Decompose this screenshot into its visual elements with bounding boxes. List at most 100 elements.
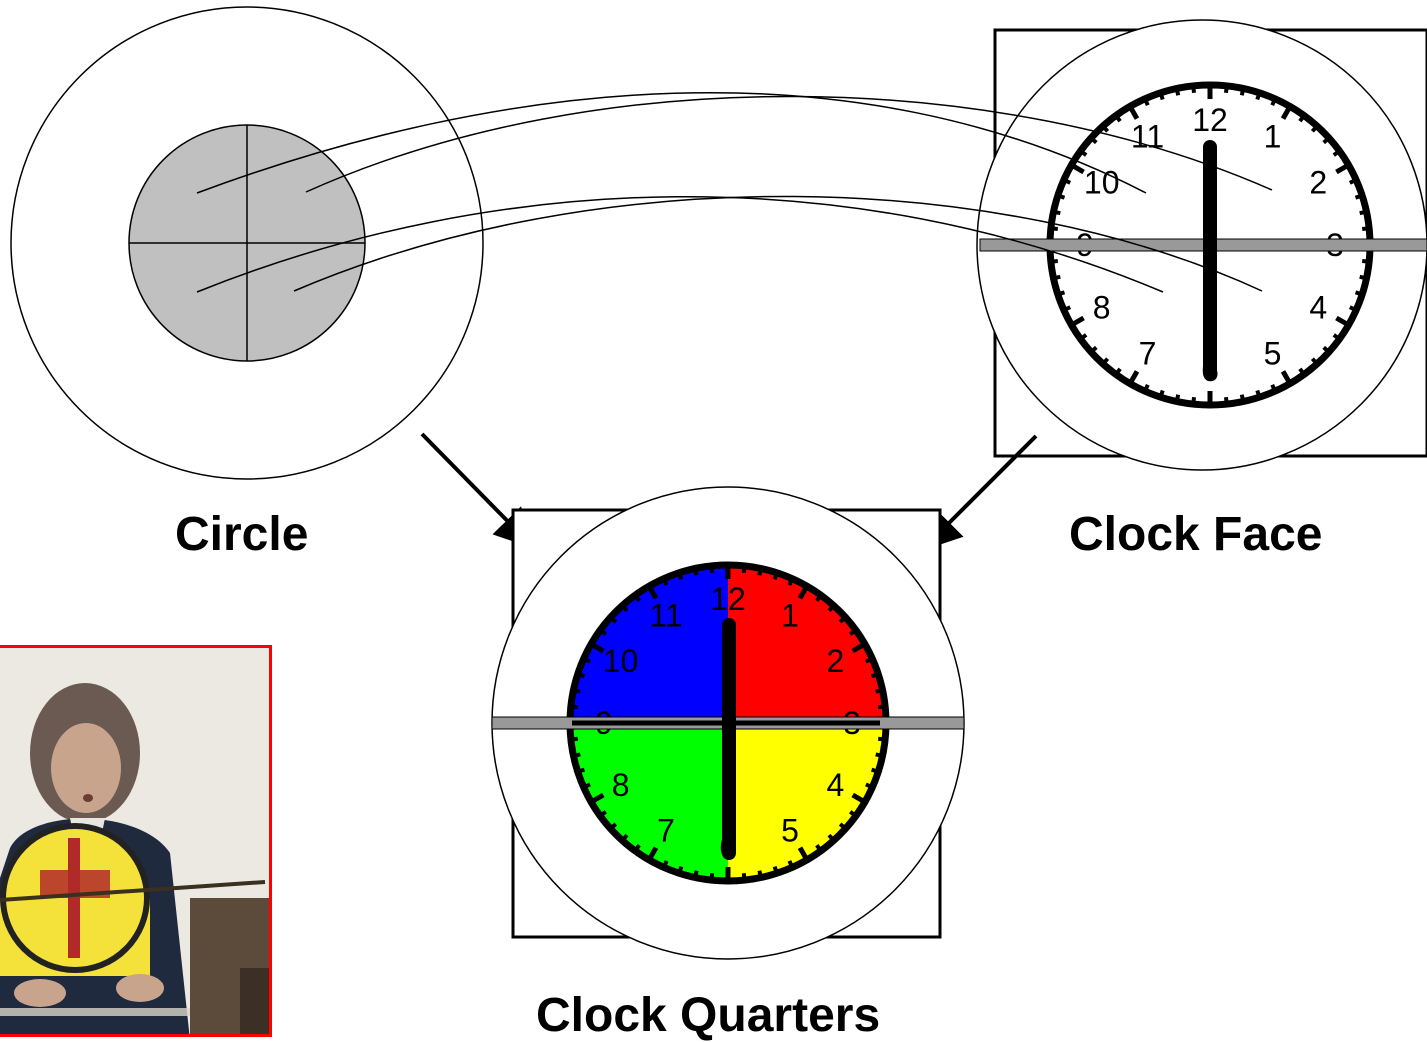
clock-quarters-tick	[849, 810, 859, 819]
clock-quarters-number-7: 7	[657, 812, 675, 848]
connector-curves	[196, 91, 1273, 293]
clock-face-tick	[1354, 290, 1365, 298]
clock-quarters-tick	[875, 752, 885, 759]
clock-face-number-10: 10	[1084, 165, 1120, 201]
clock-quarters-tick	[607, 614, 618, 624]
clock-quarters-tick	[632, 844, 641, 854]
clock-quarters-tick	[772, 866, 780, 876]
clock-face-tick	[1298, 112, 1307, 123]
clock-quarters-tick	[575, 671, 585, 679]
clock-quarters-tick	[676, 866, 684, 876]
arrow-face-to-quarters	[921, 434, 1038, 551]
clock-face-figure: 121234567891011	[976, 19, 1427, 471]
clock-face-tick	[1048, 259, 1059, 264]
clock-quarters-tick	[827, 833, 837, 844]
clock-quarters-tick	[865, 656, 876, 664]
clock-quarters-tick	[849, 627, 859, 636]
clock-face-tick	[1113, 112, 1122, 123]
clock-quarters-tick	[619, 602, 629, 613]
clock-quarters-tick	[851, 792, 868, 806]
clock-quarters-tick	[632, 592, 641, 602]
clock-face-tick	[1239, 394, 1246, 404]
clock-face-tick	[1055, 192, 1066, 200]
caption-clock-face: Clock Face	[1069, 508, 1323, 561]
clock-quarters-tick	[692, 870, 699, 880]
clock-quarters-ticks	[568, 563, 888, 883]
clock-face-tick	[1126, 103, 1140, 120]
clock-quarters-tick	[580, 656, 591, 664]
clock-face-tick	[1359, 274, 1369, 281]
connector-curve-upper-right	[305, 95, 1273, 193]
clock-face-tick	[1224, 396, 1229, 407]
clock-face-tick	[1239, 86, 1246, 96]
clock-quarters-number-8: 8	[612, 767, 630, 803]
clock-face-tick	[1055, 290, 1066, 298]
connector-curve-upper-left	[196, 91, 1147, 194]
clock-face-tick	[1113, 367, 1122, 378]
clock-quarters-tick	[597, 627, 607, 636]
clock-quarters-tick	[877, 704, 888, 710]
clock-quarters-tick	[709, 872, 715, 883]
connector-curve-lower-left	[196, 196, 1164, 293]
clock-face-tick	[1088, 135, 1098, 145]
clock-face-tick	[1068, 161, 1085, 175]
clock-face-number-5: 5	[1264, 335, 1282, 371]
clock-quarters-tick	[709, 563, 715, 574]
clock-quarters-tick	[597, 810, 607, 819]
clock-quarters-vertical-hand	[722, 618, 736, 860]
clock-face-tick	[1335, 315, 1352, 329]
clock-face-tick	[1332, 333, 1343, 342]
clock-quarters-tick	[757, 870, 764, 880]
clock-quarters-number-10: 10	[603, 643, 639, 679]
clock-face-tick	[1077, 148, 1088, 157]
clock-quarters-tick	[607, 822, 618, 832]
clock-face-number-12: 12	[1192, 102, 1228, 138]
clock-face-tick	[1348, 177, 1359, 185]
quarter-top-left	[570, 565, 728, 723]
clock-quarters-tick	[787, 575, 795, 586]
clock-quarters-tick	[619, 833, 629, 844]
clock-face-tick	[1224, 83, 1229, 94]
clock-face-tick	[1361, 259, 1372, 264]
clock-face-tick	[1174, 86, 1181, 96]
clock-face-number-7: 7	[1139, 335, 1157, 371]
clock-quarters-tick	[741, 872, 747, 883]
clock-face-vertical-hand	[1203, 140, 1217, 380]
clock-face-tick	[1142, 383, 1150, 394]
clock-quarters-tick	[661, 860, 669, 871]
clock-quarters-tick	[588, 640, 605, 654]
clock-face-tick	[1361, 226, 1372, 231]
clock-face-tick	[1335, 161, 1352, 175]
photo-illustration	[0, 648, 269, 1034]
clock-face-tick	[1157, 90, 1165, 101]
clock-face-tick	[1280, 103, 1294, 120]
clock-face-tick	[1088, 345, 1098, 355]
clock-quarters-number-5: 5	[781, 812, 799, 848]
clock-face-tick	[1077, 333, 1088, 342]
clock-quarters-tick	[741, 563, 747, 574]
clock-quarters-colored-dial	[570, 565, 886, 881]
clock-face-tick	[1191, 396, 1196, 407]
clock-quarters-tick	[865, 782, 876, 790]
clock-quarters-tick	[838, 614, 849, 624]
clock-face-tick	[1061, 305, 1072, 313]
caption-circle: Circle	[175, 508, 309, 561]
clock-quarters-tick	[692, 566, 699, 576]
clock-quarters-number-12: 12	[710, 581, 746, 617]
clock-quarters-tick	[815, 844, 824, 854]
clock-face-tick	[1332, 148, 1343, 157]
clock-face-tick	[1051, 209, 1061, 216]
clock-face-tick	[1270, 96, 1278, 107]
clock-quarters-tick	[588, 792, 605, 806]
clock-quarters-tick	[838, 822, 849, 832]
clock-quarters-number-2: 2	[827, 643, 845, 679]
clock-face-number-1: 1	[1264, 119, 1282, 155]
clock-face-tick	[1310, 123, 1320, 133]
clock-quarters-tick	[571, 687, 581, 694]
clock-face-tick	[1322, 135, 1332, 145]
clock-quarters-tick	[676, 570, 684, 580]
clock-quarters-tick	[815, 592, 824, 602]
clock-quarters-number-4: 4	[827, 767, 845, 803]
clock-quarters-tick	[757, 566, 764, 576]
